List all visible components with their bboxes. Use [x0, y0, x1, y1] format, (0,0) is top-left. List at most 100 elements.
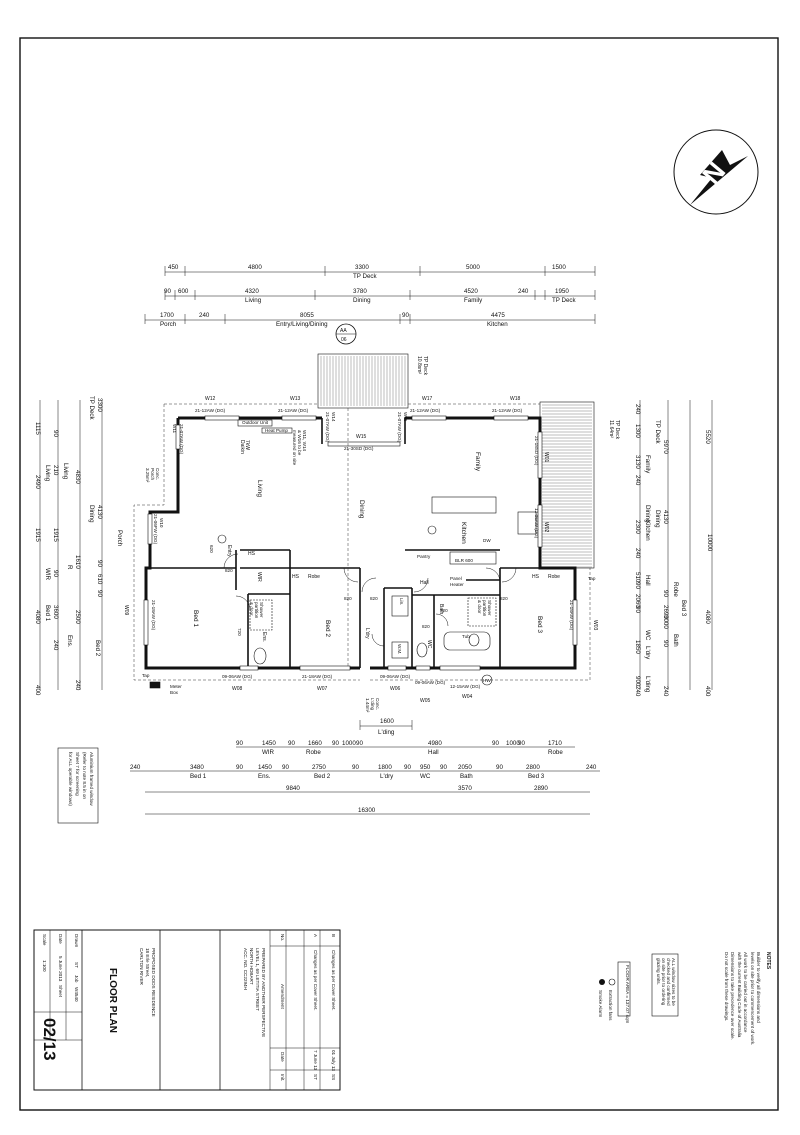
dim-t2-2: 4320 [245, 288, 259, 295]
dim-r-8: 2060 [634, 594, 641, 608]
tb-sheet-no: 02/13 [40, 1018, 59, 1061]
dim-b1-1: 1450 [262, 740, 276, 747]
dim-li15: Ens. [66, 635, 73, 648]
note-measure-3: measured on site [292, 430, 297, 466]
note-outdoor-unit: Outdoor Unit [242, 420, 269, 425]
dim-li22: 90 [96, 590, 103, 597]
win-w06: W06 [390, 686, 401, 692]
door-820-b: 820 [344, 596, 352, 601]
dim-t3-l0: Porch [160, 321, 177, 328]
dim-li8: 2500 [74, 610, 81, 624]
notes-item-2: All work to be carried out in accordance [743, 952, 748, 1033]
dim-b2-label-2: Bed 2 [314, 773, 331, 780]
right-deck: TP Deck 11.64m² [539, 401, 620, 569]
top-dim-text: 450 4800 3300 TP Deck 5000 1500 90 600 4… [160, 264, 577, 328]
dim-rt-2: 4080 [704, 610, 711, 624]
dim-li3: 1915 [52, 528, 59, 542]
dim-rm-3: Dining [654, 510, 661, 528]
dim-r-0: 240 [634, 404, 641, 415]
room-hs3: HS [532, 574, 540, 580]
dim-b2-6: 90 [352, 764, 359, 771]
dim-b1-label-2: Hall [428, 749, 439, 756]
dim-r-label-4: WC [644, 630, 651, 641]
tb-project-2: CARLTON RIVER [139, 948, 144, 986]
tb-row0-no: B [331, 934, 336, 937]
dim-b1-5: 1000 [342, 740, 356, 747]
tb-head-amend: Amendment [280, 984, 285, 1009]
tb-job-label: Job [74, 975, 79, 983]
door-720: 720 [440, 608, 448, 613]
door-620: 620 [209, 545, 214, 553]
win-w13-spec: 21-12AW (DG) [278, 408, 309, 413]
win-w05: W05 [420, 698, 431, 704]
win-w15-spec: 21-30SD (DG) [344, 446, 374, 451]
dim-r-10: 1850 [634, 640, 641, 654]
dim-t2-0: 90 [164, 288, 171, 295]
dim-lm1: TP Deck [88, 396, 95, 421]
win-w07: W07 [317, 686, 328, 692]
dim-rm-4: 90 [662, 590, 669, 597]
win-w07-spec: 21-18AW (DG) [302, 674, 333, 679]
dim-b1-4: 90 [332, 740, 339, 747]
tb-project-0: PROPOSED DODS RESIDENCE [151, 948, 156, 1017]
note-shower-ens-3: & door [249, 602, 254, 616]
win-w15: W15 [356, 434, 367, 440]
dim-li13: R [66, 565, 73, 570]
dim-l1: 2490 [34, 475, 41, 489]
dim-li19: Dining [88, 505, 95, 523]
deck-top-area: 10.8sm² [416, 356, 422, 374]
dim-lm0: 3300 [96, 398, 103, 412]
dim-b1-10: 90 [518, 740, 525, 747]
dim-t1-3: 5000 [466, 264, 480, 271]
dim-b2-label-6: Bed 3 [528, 773, 545, 780]
note-daikin: 7kW [244, 440, 250, 450]
tb-sheet-label: Sheet [58, 985, 63, 998]
tb-job-val: W4540 [74, 987, 79, 1002]
dim-rt-1: 10000 [706, 534, 713, 552]
tb-head-init: Init. [280, 1074, 285, 1081]
legend-extraction: Extraction fans [608, 990, 613, 1021]
win-w04: W04 [462, 694, 473, 700]
dim-b2-11: 2050 [458, 764, 472, 771]
alu-note-0: Aluminium framed window [89, 752, 94, 806]
tb-row1-init: ST [313, 1074, 318, 1080]
tb-drawn-val: ST [74, 962, 79, 968]
win-w14: W14 [331, 412, 336, 422]
dim-t2-6: 1950 [555, 288, 569, 295]
dim-r-label-1: Dining [644, 505, 651, 523]
dim-rm-8: 240 [662, 686, 669, 697]
dim-b2-label-3: L'dry [380, 773, 394, 780]
alu-note-1: (Refer to note 8.5 in on [82, 752, 87, 799]
dim-l2: 1915 [34, 528, 41, 542]
note-meter-2: Box [170, 690, 179, 695]
dim-r-3: 240 [634, 475, 641, 486]
dim-rt-0: 5520 [704, 430, 711, 444]
room-labels: Living Dining Family Kitchen Bed 1 Bed 2… [192, 452, 560, 649]
extraction-fan-icon [608, 978, 616, 986]
note-tap-2: Tap [142, 673, 150, 678]
window-openings [143, 415, 578, 671]
dim-bottom-total: 16300 [358, 807, 376, 814]
dim-r-label-3: Hall [644, 575, 651, 586]
dim-li5: 90 [52, 570, 59, 577]
dim-b3-0: 9840 [286, 785, 300, 792]
room-bed3: Bed 3 [536, 616, 543, 633]
dim-t3-0: 1700 [160, 312, 174, 319]
right-dimensions [639, 400, 713, 690]
dim-b2-14: 240 [586, 764, 597, 771]
note-dw: DW [483, 538, 491, 543]
door-swings [223, 553, 517, 647]
dim-l0: 1115 [34, 422, 41, 435]
win-w16-spec: 21-07AW (DG) [397, 412, 402, 443]
dim-li21: 610 [96, 574, 103, 585]
note-tub: Tub [462, 634, 470, 639]
note-heater: Heater [450, 582, 464, 587]
dim-li17: 240 [74, 680, 81, 691]
room-family: Family [474, 452, 481, 472]
left-dim-text: 1115 2490 1915 4080 400 3300 TP Deck 90 … [34, 396, 123, 696]
dim-t3-l2: Kitchen [487, 321, 508, 328]
dim-b2-label-0: Bed 1 [190, 773, 207, 780]
title-block [33, 929, 341, 1091]
